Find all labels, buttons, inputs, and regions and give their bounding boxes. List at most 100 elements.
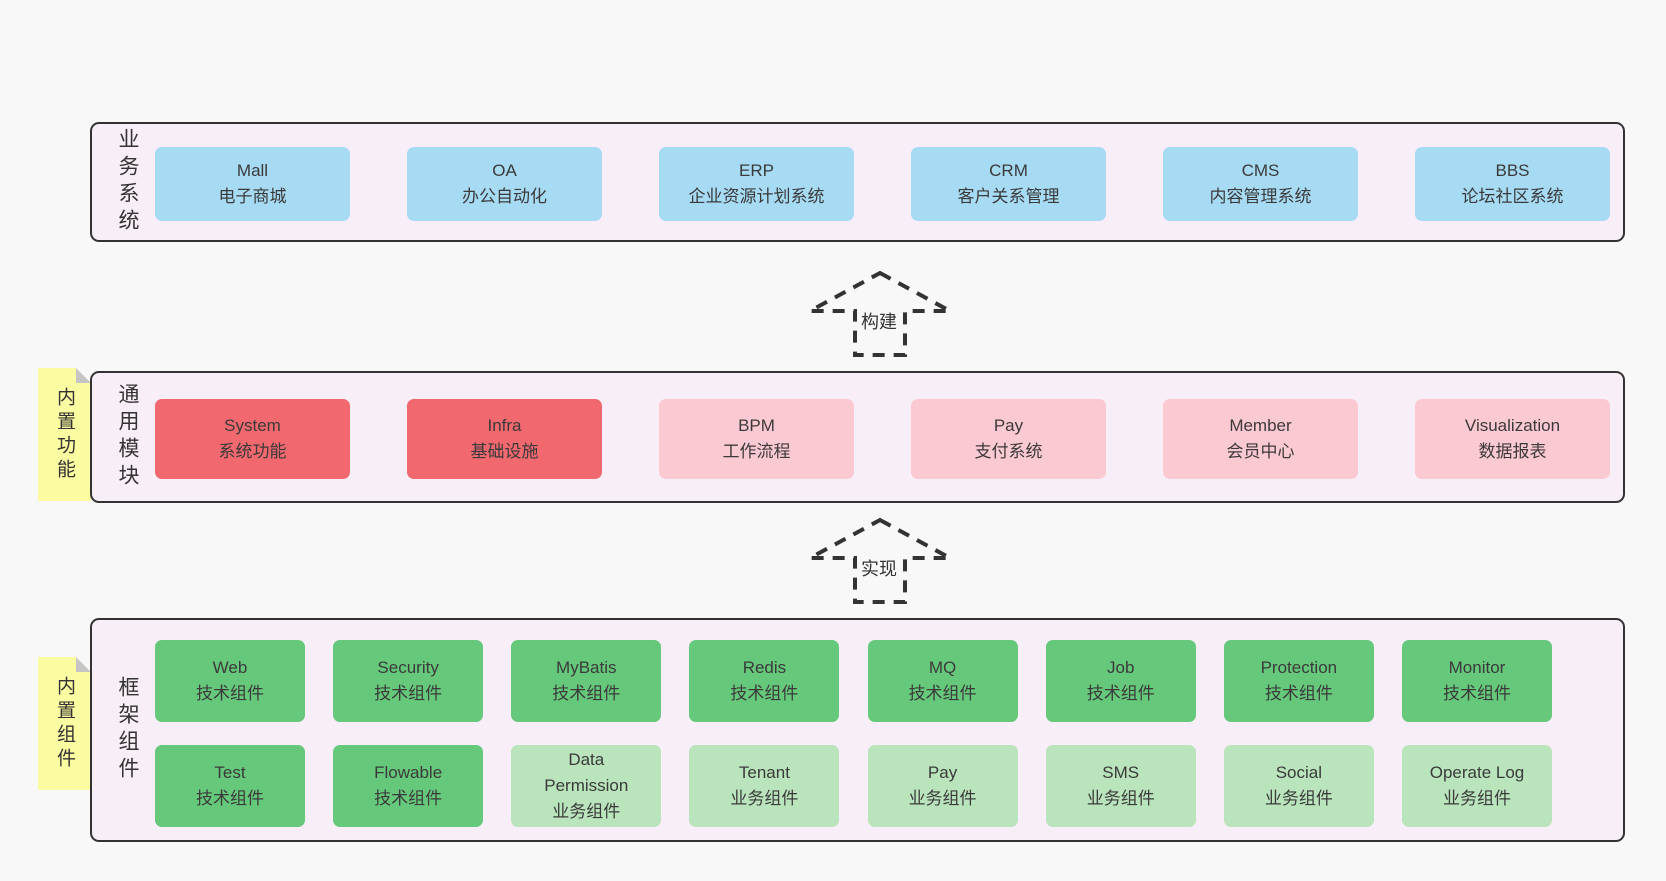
box-subtitle: 客户关系管理 [957, 187, 1060, 206]
box-test: Test 技术组件 [155, 745, 305, 827]
box-subtitle: 会员中心 [1226, 442, 1295, 461]
band-label: 通用模块 [116, 383, 139, 491]
box-subtitle: 业务组件 [1264, 789, 1333, 808]
box-protection: Protection 技术组件 [1223, 640, 1374, 722]
box-bbs: BBS 论坛社区系统 [1415, 147, 1610, 221]
box-subtitle: 业务组件 [552, 802, 621, 821]
box-monitor: Monitor 技术组件 [1401, 640, 1552, 722]
box-row: System 系统功能 Infra 基础设施 BPM 工作流程 Pay 支付系统… [155, 399, 1610, 479]
implement-arrow-up-icon [809, 517, 951, 604]
box-mall: Mall 电子商城 [155, 147, 350, 221]
box-title: ERP [739, 161, 774, 180]
box-subtitle: 基础设施 [470, 442, 539, 461]
box-mybatis: MyBatis 技术组件 [511, 640, 662, 722]
box-social: Social 业务组件 [1223, 745, 1374, 827]
box-title: OA [492, 161, 517, 180]
box-title: Pay [927, 763, 958, 782]
build-arrow-up-icon [809, 270, 951, 357]
box-subtitle: 技术组件 [908, 684, 977, 703]
box-infra: Infra 基础设施 [407, 399, 602, 479]
box-subtitle: 业务组件 [908, 789, 977, 808]
box-subtitle: 数据报表 [1478, 442, 1547, 461]
box-subtitle: 技术组件 [730, 684, 799, 703]
box-title: SMS [1102, 763, 1140, 782]
box-row: Web 技术组件 Security 技术组件 MyBatis 技术组件 Redi… [155, 640, 1552, 722]
box-pay: Pay 支付系统 [911, 399, 1106, 479]
box-title: Security [377, 658, 439, 677]
box-subtitle: 技术组件 [1442, 684, 1511, 703]
box-title: Infra [487, 416, 522, 435]
band-label: 业务系统 [116, 128, 139, 236]
box-title: CRM [989, 161, 1028, 180]
box-data-permission: Data Permission 业务组件 [511, 745, 662, 827]
box-title: Social [1275, 763, 1322, 782]
sticky-note-built-in-functions: 内置功能 [38, 368, 91, 501]
box-cms: CMS 内容管理系统 [1163, 147, 1358, 221]
box-subtitle: 论坛社区系统 [1461, 187, 1564, 206]
box-operate-log: Operate Log 业务组件 [1401, 745, 1552, 827]
box-subtitle: 企业资源计划系统 [688, 187, 825, 206]
box-title: Monitor [1448, 658, 1506, 677]
box-job: Job 技术组件 [1045, 640, 1196, 722]
box-tenant: Tenant 业务组件 [689, 745, 840, 827]
box-mq: MQ 技术组件 [867, 640, 1018, 722]
band-label: 框架组件 [116, 676, 139, 784]
box-member: Member 会员中心 [1163, 399, 1358, 479]
implement-arrow-label: 实现 [857, 557, 901, 581]
box-row: Mall 电子商城 OA 办公自动化 ERP 企业资源计划系统 CRM 客户关系… [155, 147, 1610, 221]
box-web: Web 技术组件 [155, 640, 305, 722]
box-subtitle: 技术组件 [374, 789, 443, 808]
box-subtitle: 技术组件 [1086, 684, 1155, 703]
box-subtitle: 工作流程 [722, 442, 791, 461]
box-subtitle: 内容管理系统 [1209, 187, 1312, 206]
box-title: Job [1106, 658, 1135, 677]
box-subtitle: 办公自动化 [462, 187, 547, 206]
box-subtitle: 技术组件 [196, 789, 264, 808]
band-framework-components: 框架组件 Web 技术组件 Security 技术组件 MyBatis 技术组件… [90, 618, 1625, 842]
box-title: Visualization [1464, 416, 1561, 435]
box-flowable: Flowable 技术组件 [333, 745, 484, 827]
box-subtitle: 技术组件 [196, 684, 264, 703]
box-title: Tenant [738, 763, 790, 782]
box-title: Web [212, 658, 248, 677]
box-oa: OA 办公自动化 [407, 147, 602, 221]
box-bpm: BPM 工作流程 [659, 399, 854, 479]
box-subtitle: 系统功能 [218, 442, 287, 461]
box-subtitle: 业务组件 [1086, 789, 1155, 808]
box-title: Member [1229, 416, 1292, 435]
box-redis: Redis 技术组件 [689, 640, 840, 722]
box-subtitle: 技术组件 [374, 684, 443, 703]
box-title: Protection [1260, 658, 1338, 677]
box-title: MQ [928, 658, 957, 677]
box-subtitle: 业务组件 [1442, 789, 1511, 808]
box-title: CMS [1241, 161, 1280, 180]
box-title: Mall [236, 161, 269, 180]
box-erp: ERP 企业资源计划系统 [659, 147, 854, 221]
box-visualization: Visualization 数据报表 [1415, 399, 1610, 479]
box-title: BBS [1495, 161, 1530, 180]
box-subtitle: 支付系统 [974, 442, 1043, 461]
note-label: 内置功能 [54, 386, 75, 483]
box-subtitle: 技术组件 [1264, 684, 1333, 703]
box-sms: SMS 业务组件 [1045, 745, 1196, 827]
box-crm: CRM 客户关系管理 [911, 147, 1106, 221]
box-title: Data Permission [544, 750, 629, 795]
box-title: Flowable [374, 763, 443, 782]
band-common-modules: 通用模块 System 系统功能 Infra 基础设施 BPM 工作流程 Pay… [90, 371, 1625, 503]
box-title: Pay [993, 416, 1024, 435]
box-title: MyBatis [556, 658, 617, 677]
box-row: Test 技术组件 Flowable 技术组件 Data Permission … [155, 745, 1552, 827]
box-subtitle: 电子商城 [218, 187, 287, 206]
box-title: Test [214, 763, 246, 782]
band-business-systems: 业务系统 Mall 电子商城 OA 办公自动化 ERP 企业资源计划系统 CRM… [90, 122, 1625, 242]
box-pay-component: Pay 业务组件 [867, 745, 1018, 827]
box-title: BPM [738, 416, 775, 435]
box-title: Redis [742, 658, 787, 677]
box-subtitle: 业务组件 [730, 789, 799, 808]
box-security: Security 技术组件 [333, 640, 484, 722]
build-arrow-label: 构建 [857, 310, 901, 334]
box-subtitle: 技术组件 [552, 684, 621, 703]
sticky-note-built-in-components: 内置组件 [38, 657, 91, 790]
folded-corner-icon [76, 368, 91, 383]
